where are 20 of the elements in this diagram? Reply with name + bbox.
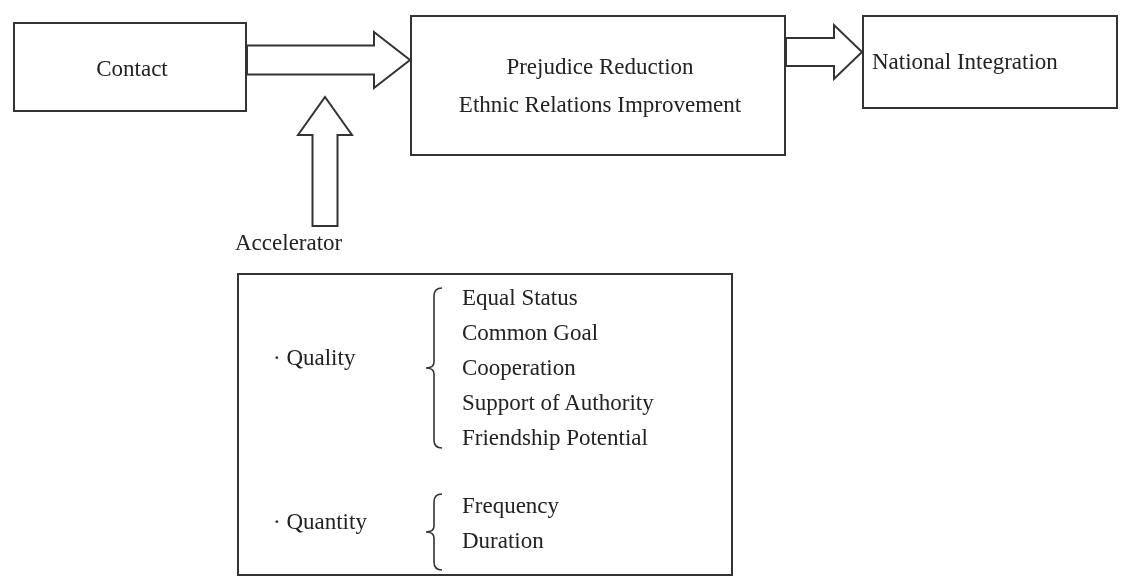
node-label: · Quality — [273, 345, 356, 371]
process-box — [862, 15, 1118, 109]
node-label: National Integration — [872, 49, 1058, 75]
process-box — [410, 15, 786, 156]
block-arrow — [785, 22, 864, 82]
node-label: Cooperation — [462, 355, 576, 381]
node-label: Support of Authority — [462, 390, 654, 416]
node-label: Equal Status — [462, 285, 578, 311]
block-arrow — [296, 95, 354, 227]
node-label: Duration — [462, 528, 544, 554]
node-label: Friendship Potential — [462, 425, 648, 451]
block-arrow — [246, 29, 412, 91]
node-label: · Quantity — [273, 509, 367, 535]
node-label: Ethnic Relations Improvement — [458, 92, 742, 118]
panel-heading: Accelerator — [235, 230, 343, 256]
node-label: Contact — [96, 56, 168, 82]
process-box — [13, 22, 247, 112]
node-label: Common Goal — [462, 320, 599, 346]
node-label: Prejudice Reduction — [506, 54, 694, 80]
node-label: Frequency — [462, 493, 560, 519]
